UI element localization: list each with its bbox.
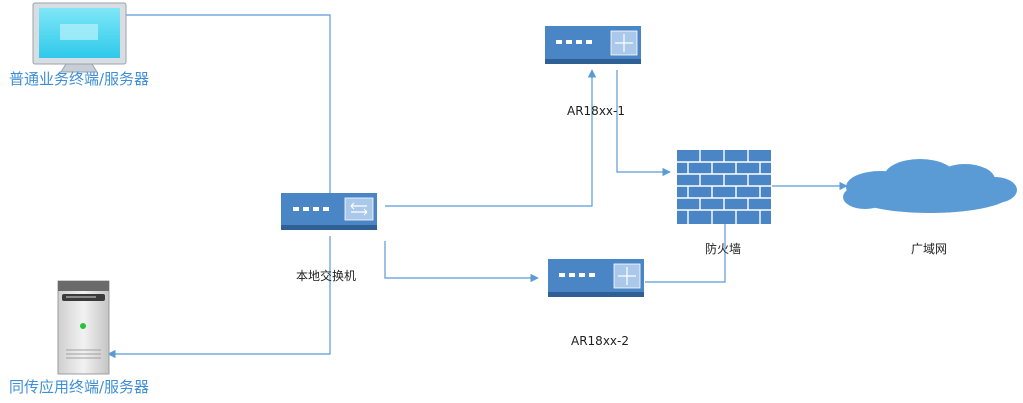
link-switch-to-terminal-sync xyxy=(107,236,331,359)
monitor-icon xyxy=(32,2,127,73)
terminal-sync-label: 同传应用终端/服务器 xyxy=(9,378,150,396)
server-tower-icon xyxy=(57,280,110,375)
router-icon xyxy=(545,26,641,64)
link-switch-to-router-1 xyxy=(385,69,597,207)
cloud-icon xyxy=(843,159,1017,213)
firewall-label: 防火墙 xyxy=(705,242,742,256)
terminal-normal-label: 普通业务终端/服务器 xyxy=(9,70,150,88)
connections xyxy=(107,10,848,359)
wan-label: 广域网 xyxy=(911,242,948,256)
firewall-icon xyxy=(677,150,771,224)
switch-icon xyxy=(281,193,377,230)
router-2-label: AR18xx-2 xyxy=(571,334,629,348)
link-switch-to-terminal-normal xyxy=(111,10,331,193)
link-router-2-to-firewall xyxy=(645,224,726,283)
local-switch-label: 本地交换机 xyxy=(296,269,357,283)
router-icon xyxy=(548,259,644,297)
link-switch-to-router-2 xyxy=(384,241,539,283)
router-1-label: AR18xx-1 xyxy=(567,104,625,118)
link-router-1-to-firewall xyxy=(616,70,671,177)
